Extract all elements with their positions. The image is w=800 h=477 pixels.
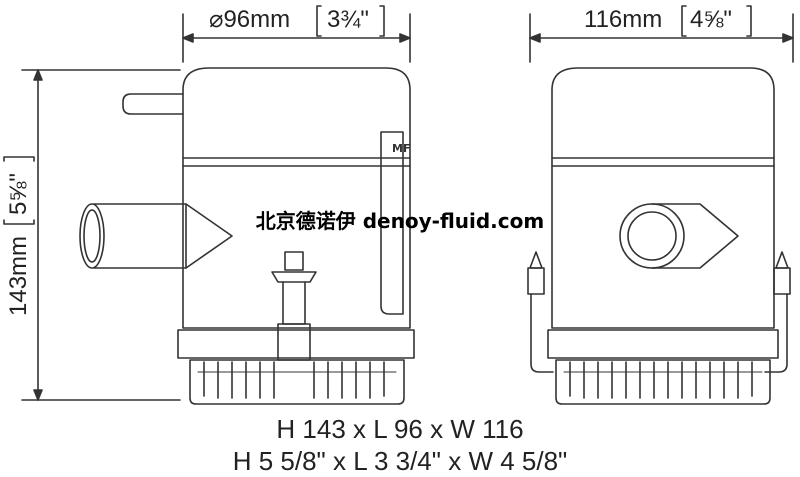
height-dimension (3, 69, 181, 401)
diameter-in-label: 3¾" (327, 6, 369, 33)
watermark-text: 北京德诺伊 denoy-fluid.com (255, 209, 545, 233)
dimensions-caption-metric: H 143 x L 96 x W 116 (276, 414, 524, 444)
front-view-pump (527, 67, 791, 405)
dimensions-caption-imperial: H 5 5/8" x L 3 3/4" x W 4 5/8" (232, 446, 568, 476)
diameter-dimension (182, 5, 411, 63)
side-view-pump (79, 67, 415, 405)
diameter-mm-label: ⌀96mm (209, 6, 290, 33)
width-in-label: 4⅝" (690, 6, 732, 33)
height-mm-label: 143mm (5, 236, 32, 316)
width-dimension (529, 5, 794, 63)
logo-mark: MF (392, 142, 410, 155)
width-mm-label: 116mm (584, 6, 662, 33)
height-in-label: 5⅝" (5, 173, 32, 215)
